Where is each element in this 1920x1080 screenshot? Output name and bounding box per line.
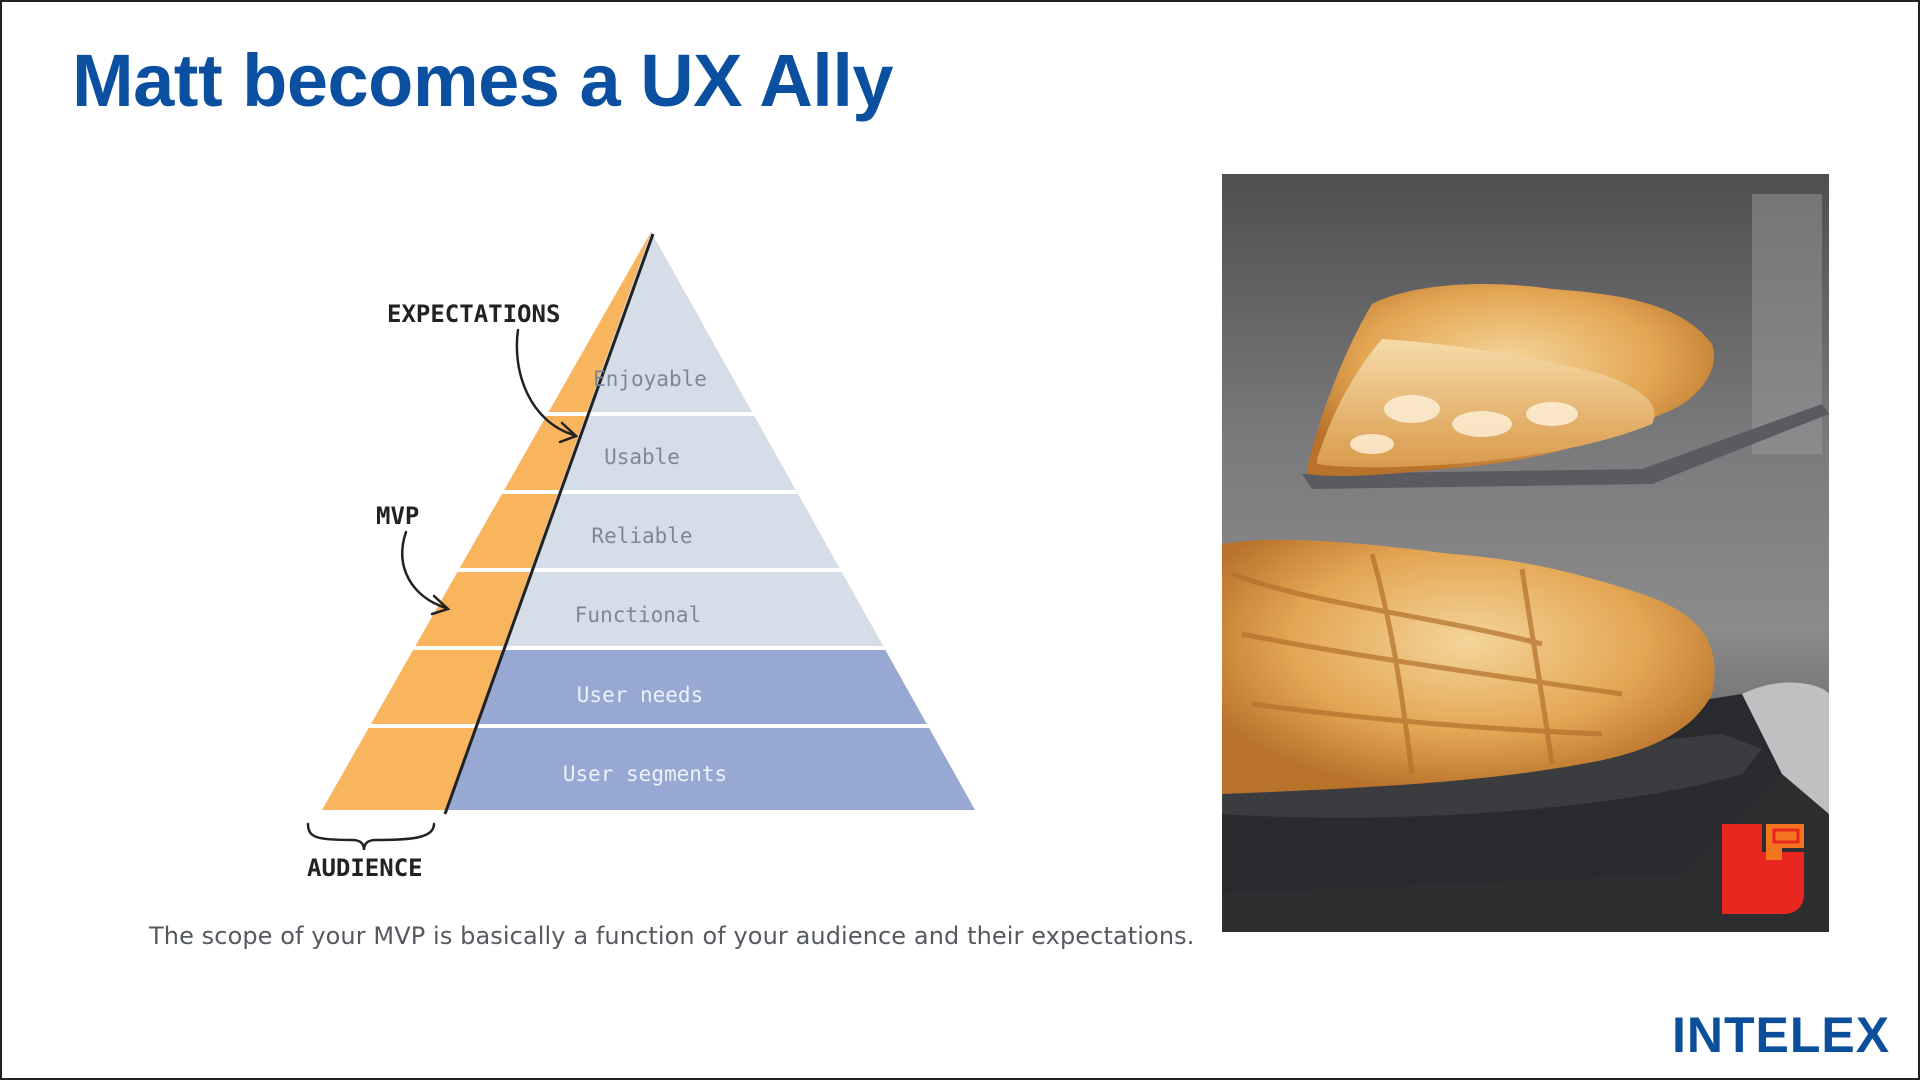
expectations-arrowhead	[558, 421, 579, 444]
audience-brace	[306, 822, 436, 851]
apple-chunk	[1350, 434, 1394, 454]
slide-caption: The scope of your MVP is basically a fun…	[149, 922, 1195, 950]
pie-lattice-strip	[1369, 553, 1415, 775]
pie-slice-filling	[1317, 339, 1655, 468]
intelex-logo: INTELEX	[1672, 1007, 1891, 1063]
pie-lattice-strip	[1231, 571, 1543, 647]
layer-label-user-segments: User segments	[563, 762, 727, 786]
annotation-audience: AUDIENCE	[307, 854, 423, 882]
pie-lattice-strip	[1241, 631, 1623, 697]
annotation-expectations: EXPECTATIONS	[387, 300, 560, 328]
pie-lattice-strip	[1519, 568, 1555, 765]
layer-label-functional: Functional	[575, 603, 701, 627]
photo-corner-logo	[1722, 824, 1804, 914]
napkin	[1742, 682, 1829, 814]
layer-band-user-segments	[445, 726, 975, 810]
mvp-arrow	[401, 530, 448, 610]
apple-chunk	[1526, 402, 1578, 426]
apple-chunk	[1384, 395, 1440, 423]
audience-expectations-divider	[443, 233, 655, 815]
mvp-pyramid-diagram: Enjoyable Usable Reliable Functional Use…	[306, 232, 975, 882]
pie-lattice-strip	[1251, 701, 1603, 737]
apple-chunk	[1452, 411, 1512, 437]
layer-label-usable: Usable	[604, 445, 680, 469]
slide-title: Matt becomes a UX Ally	[72, 39, 894, 122]
annotation-mvp: MVP	[376, 502, 419, 530]
layer-band-user-needs	[445, 648, 975, 726]
layer-label-user-needs: User needs	[577, 683, 703, 707]
expectations-arrow	[515, 328, 576, 437]
pie-server	[1302, 404, 1829, 489]
pie-photo	[1222, 174, 1829, 932]
mvp-arrowhead	[430, 594, 451, 616]
layer-label-enjoyable: Enjoyable	[593, 367, 707, 391]
layer-label-reliable: Reliable	[591, 524, 692, 548]
